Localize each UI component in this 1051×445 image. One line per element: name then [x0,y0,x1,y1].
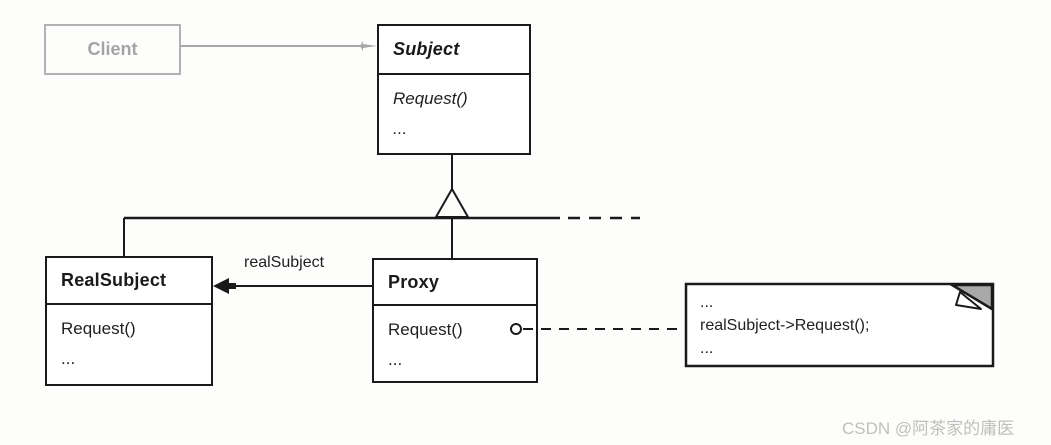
inheritance-triangle-icon [434,186,470,218]
class-proxy-ellipsis: ... [388,350,403,369]
watermark-text: CSDN @阿茶家的庸医 [842,419,1015,438]
association-label-realsubject: realSubject [244,254,325,271]
class-proxy-name: Proxy [374,260,536,306]
class-subject: Subject Request() ... [377,24,531,155]
class-client: Client [44,24,181,75]
class-proxy: Proxy Request() ... [372,258,538,383]
class-subject-method-request: Request() [393,89,468,108]
class-client-name: Client [87,39,138,59]
class-realsubject-name: RealSubject [47,258,211,305]
client-subject-arrowhead-icon [360,41,377,51]
class-realsubject-method-request: Request() [61,319,136,338]
code-note-line: realSubject->Request(); [700,317,870,334]
code-note-line: ... [700,340,714,357]
class-proxy-method-request: Request() [388,320,463,339]
code-note: ... realSubject->Request(); ... [700,291,975,360]
class-subject-ellipsis: ... [393,119,408,138]
code-note-line: ... [700,294,714,311]
class-realsubject: RealSubject Request() ... [45,256,213,386]
class-realsubject-ellipsis: ... [61,349,76,368]
class-subject-name: Subject [379,26,529,75]
proxy-realsubject-arrowhead-icon [213,278,236,294]
